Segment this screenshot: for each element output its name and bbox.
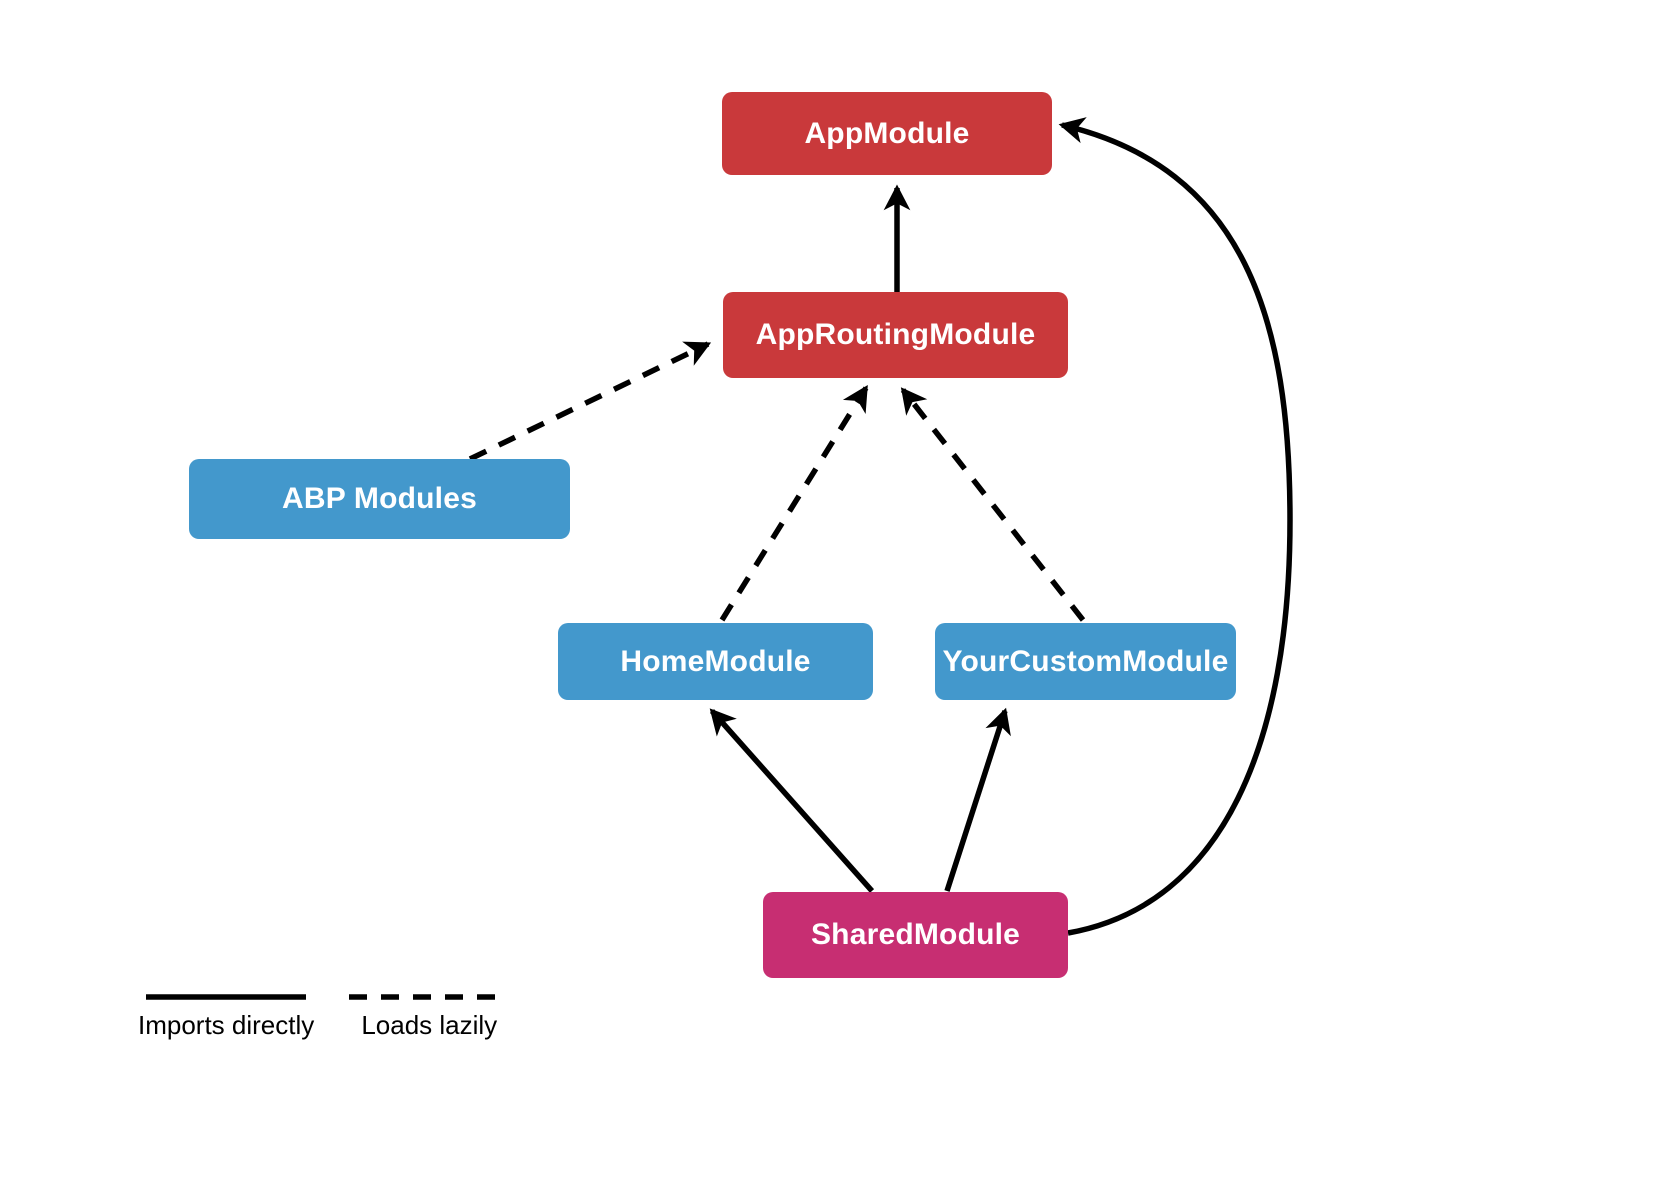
legend-item-imports-directly: Imports directly [138,993,314,1041]
node-shared-module: SharedModule [763,892,1068,978]
solid-line-icon [146,994,307,1000]
edge-yourcustommodule-to-approutingmodule [900,387,1086,622]
node-abp-modules: ABP Modules [189,459,570,539]
edge-sharedmodule-to-yourcustommodule [944,707,1011,892]
node-home-module: HomeModule [558,623,873,700]
edge-sharedmodule-to-appmodule-curve [1058,117,1293,936]
legend-item-loads-lazily: Loads lazily [348,993,510,1041]
edge-sharedmodule-to-homemodule [709,708,875,893]
edge-homemodule-to-approutingmodule [719,385,869,622]
legend-label-loads-lazily: Loads lazily [361,1010,498,1040]
legend: Imports directly Loads lazily [138,993,510,1041]
node-app-module: AppModule [722,92,1052,175]
edge-abpmodules-to-approutingmodule [468,341,712,462]
dashed-line-icon [349,994,510,1000]
node-your-custom-module: YourCustomModule [935,623,1236,700]
node-app-routing-module: AppRoutingModule [723,292,1068,378]
legend-label-imports-directly: Imports directly [138,1010,315,1040]
